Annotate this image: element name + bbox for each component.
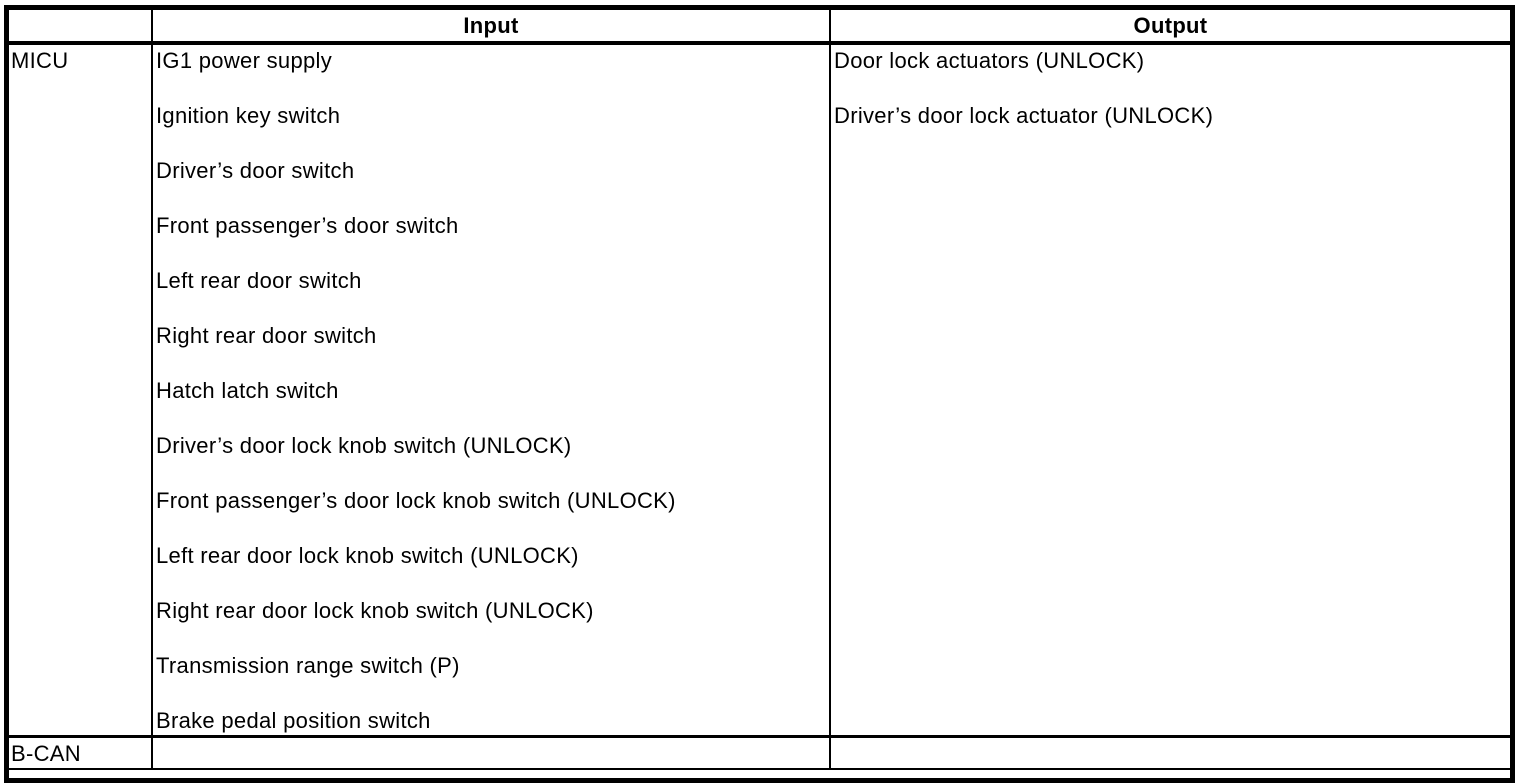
header-corner-cell xyxy=(9,10,153,41)
micu-row-label: MICU xyxy=(9,45,153,735)
header-output-cell: Output xyxy=(1133,13,1208,38)
io-table: Input Output MICU IG1 power supply Ignit… xyxy=(4,5,1515,783)
input-item: Left rear door lock knob switch (UNLOCK) xyxy=(156,544,579,568)
input-item: Ignition key switch xyxy=(156,104,341,128)
output-item: Driver’s door lock actuator (UNLOCK) xyxy=(834,104,1214,128)
output-item: Door lock actuators (UNLOCK) xyxy=(834,49,1145,73)
input-item: Brake pedal position switch xyxy=(156,709,431,733)
micu-output-list: Door lock actuators (UNLOCK) Driver’s do… xyxy=(831,45,1510,735)
input-item: Front passenger’s door switch xyxy=(156,214,459,238)
input-item: Transmission range switch (P) xyxy=(156,654,460,678)
input-item: Front passenger’s door lock knob switch … xyxy=(156,489,676,513)
input-item: Hatch latch switch xyxy=(156,379,339,403)
bcan-input-cell xyxy=(153,738,831,768)
micu-row: MICU IG1 power supply Ignition key switc… xyxy=(9,45,1510,738)
input-item: IG1 power supply xyxy=(156,49,332,73)
bottom-sliver-row xyxy=(9,770,1510,778)
input-item: Right rear door lock knob switch (UNLOCK… xyxy=(156,599,594,623)
bcan-row: B-CAN xyxy=(9,738,1510,770)
micu-input-list: IG1 power supply Ignition key switch Dri… xyxy=(153,45,831,735)
input-item: Driver’s door lock knob switch (UNLOCK) xyxy=(156,434,572,458)
table-header-row: Input Output xyxy=(9,10,1510,45)
bcan-output-cell xyxy=(831,738,1510,768)
header-input-cell: Input xyxy=(153,10,831,41)
input-item: Left rear door switch xyxy=(156,269,362,293)
bcan-row-label: B-CAN xyxy=(9,738,153,768)
input-item: Driver’s door switch xyxy=(156,159,355,183)
input-item: Right rear door switch xyxy=(156,324,377,348)
